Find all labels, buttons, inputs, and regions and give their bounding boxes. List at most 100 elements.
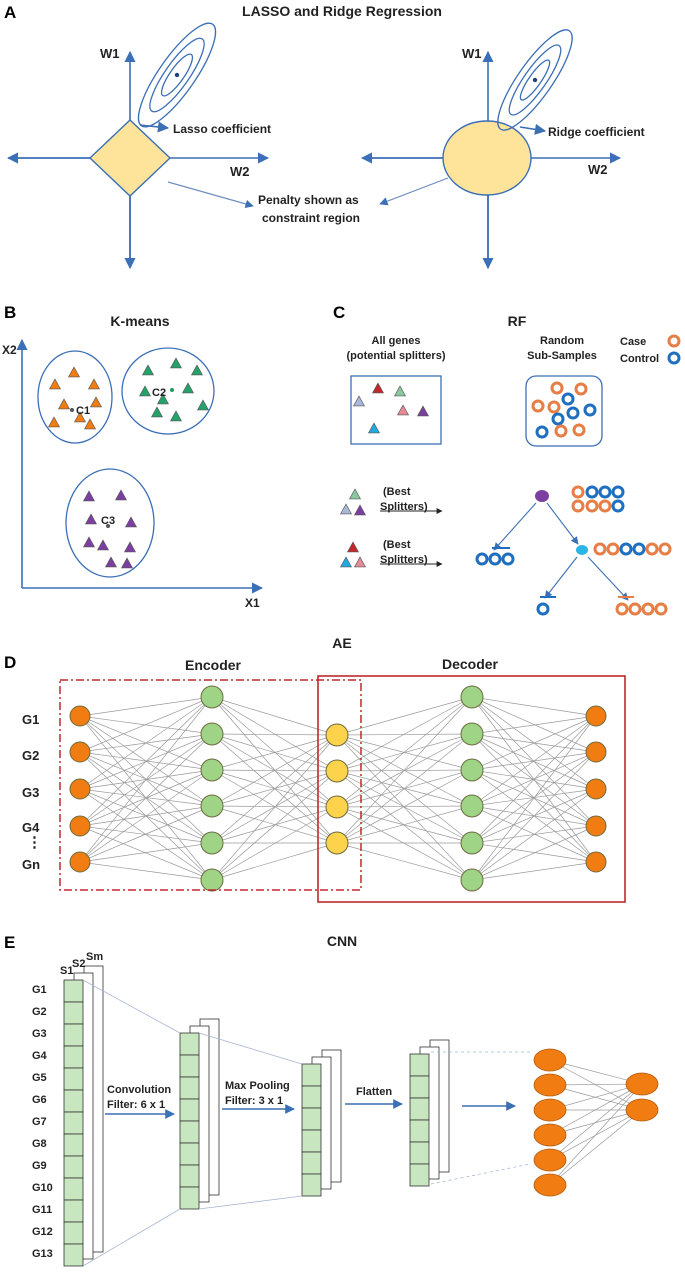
ae-edge	[336, 770, 473, 881]
ae-edge	[79, 696, 213, 790]
ae-edge	[336, 806, 473, 881]
case-sample	[574, 382, 588, 396]
input-node	[69, 815, 91, 837]
ridge-coef-arrow	[519, 123, 547, 135]
decoder-node	[460, 722, 484, 746]
ae-edge	[336, 805, 473, 844]
case-sample	[550, 381, 564, 395]
case-sample	[658, 542, 672, 556]
cnn-gene-label: G1	[32, 984, 47, 996]
random-line2: Sub-Samples	[527, 350, 597, 362]
input-matrix-cell	[63, 1111, 84, 1135]
case-sample	[598, 499, 612, 513]
ae-edge	[79, 769, 213, 863]
conv-map-cell	[179, 1054, 200, 1078]
cluster-2-point	[196, 399, 210, 411]
fc-edge	[549, 1083, 643, 1111]
tree-edge-right2	[587, 556, 629, 601]
ae-edge	[79, 696, 213, 863]
control-sample	[475, 552, 489, 566]
conv-map-cell	[179, 1120, 200, 1144]
c1-label: C1	[76, 405, 90, 417]
ridge-coef-label: Ridge coefficient	[548, 125, 645, 139]
input-matrix-cell	[63, 1133, 84, 1157]
cnn-gene-label: G11	[32, 1204, 52, 1216]
decoder-node	[460, 831, 484, 855]
input-node	[69, 705, 91, 727]
case-sample	[606, 542, 620, 556]
ae-edge	[471, 715, 597, 881]
ridge-constraint-circle	[442, 120, 532, 196]
cluster-1-point	[87, 378, 101, 390]
output-class-node	[625, 1098, 659, 1122]
pool-label-line1: Max Pooling	[225, 1080, 290, 1092]
cnn-gene-label: G5	[32, 1072, 47, 1084]
fc-node	[533, 1098, 567, 1122]
ae-edge	[211, 696, 338, 844]
centroid-c3	[106, 524, 110, 528]
ae-edge	[471, 825, 597, 881]
control-label: Control	[620, 353, 659, 365]
cnn-gene-label: G7	[32, 1116, 47, 1128]
conv-map-cell	[179, 1076, 200, 1100]
ae-edge	[471, 715, 597, 844]
encoder-node	[200, 685, 224, 709]
bottleneck-node	[325, 723, 349, 747]
ae-edge	[211, 806, 338, 844]
conv-map-cell	[179, 1098, 200, 1122]
input-matrix-cell	[63, 1221, 84, 1245]
ae-gene-label: G4	[22, 820, 40, 835]
control-sample	[585, 485, 599, 499]
cluster-2-point	[150, 406, 164, 418]
encoder-node	[200, 758, 224, 782]
flatten-vector-cell	[409, 1075, 430, 1099]
case-sample	[572, 423, 586, 437]
conv-label-line2: Filter: 6 x 1	[107, 1099, 165, 1111]
ae-edge	[211, 770, 338, 807]
cnn-gene-label: G2	[32, 1006, 47, 1018]
input-matrix-cell	[63, 1001, 84, 1025]
cnn-gene-label: G13	[32, 1248, 53, 1260]
random-subsamples-box	[525, 375, 603, 447]
cnn-sample-label: Sm	[86, 951, 103, 963]
all-genes-line2: (potential splitters)	[346, 350, 445, 362]
tree-root-node	[535, 490, 549, 502]
encoder-node	[200, 794, 224, 818]
gene-triangle	[367, 422, 381, 434]
case-sample	[571, 485, 585, 499]
cluster-1-point	[83, 418, 97, 430]
input-node	[69, 741, 91, 763]
cluster-1-point	[73, 411, 87, 423]
cluster-1-point	[48, 378, 62, 390]
cluster-1	[37, 350, 113, 444]
gene-triangle	[371, 382, 385, 394]
lasso-coef-arrow	[139, 121, 170, 133]
best-splitters-2-line2: Splitters)	[380, 554, 428, 566]
input-node	[69, 778, 91, 800]
ae-edge	[471, 696, 597, 753]
ae-edge	[211, 805, 338, 844]
control-sample	[535, 425, 549, 439]
tree-edge-left2	[544, 556, 578, 599]
ae-edge	[471, 715, 597, 807]
input-matrix-cell	[63, 1155, 84, 1179]
cnn-guide-line	[82, 979, 181, 1034]
kmeans-x1-label: X1	[245, 596, 260, 610]
lasso-w1-label: W1	[100, 46, 120, 61]
case-sample	[654, 602, 668, 616]
ae-edge	[79, 805, 213, 863]
kmeans-x2-label: X2	[2, 343, 17, 357]
fc-edge	[549, 1109, 643, 1186]
cluster-3-point	[84, 513, 98, 525]
panel-e-title: CNN	[327, 933, 357, 949]
bottleneck-node	[325, 759, 349, 783]
input-matrix-cell	[63, 1045, 84, 1069]
ae-edge	[471, 788, 597, 881]
cluster-1-point	[67, 366, 81, 378]
ae-edge	[211, 696, 338, 808]
cluster-3-point	[123, 541, 137, 553]
panel-e: E CNN G1G2G3G4G5G6G7G8G9G10G11G12G13S1S2…	[4, 933, 659, 1267]
penalty-arrow-right	[379, 177, 449, 206]
fc-edge	[549, 1083, 643, 1161]
